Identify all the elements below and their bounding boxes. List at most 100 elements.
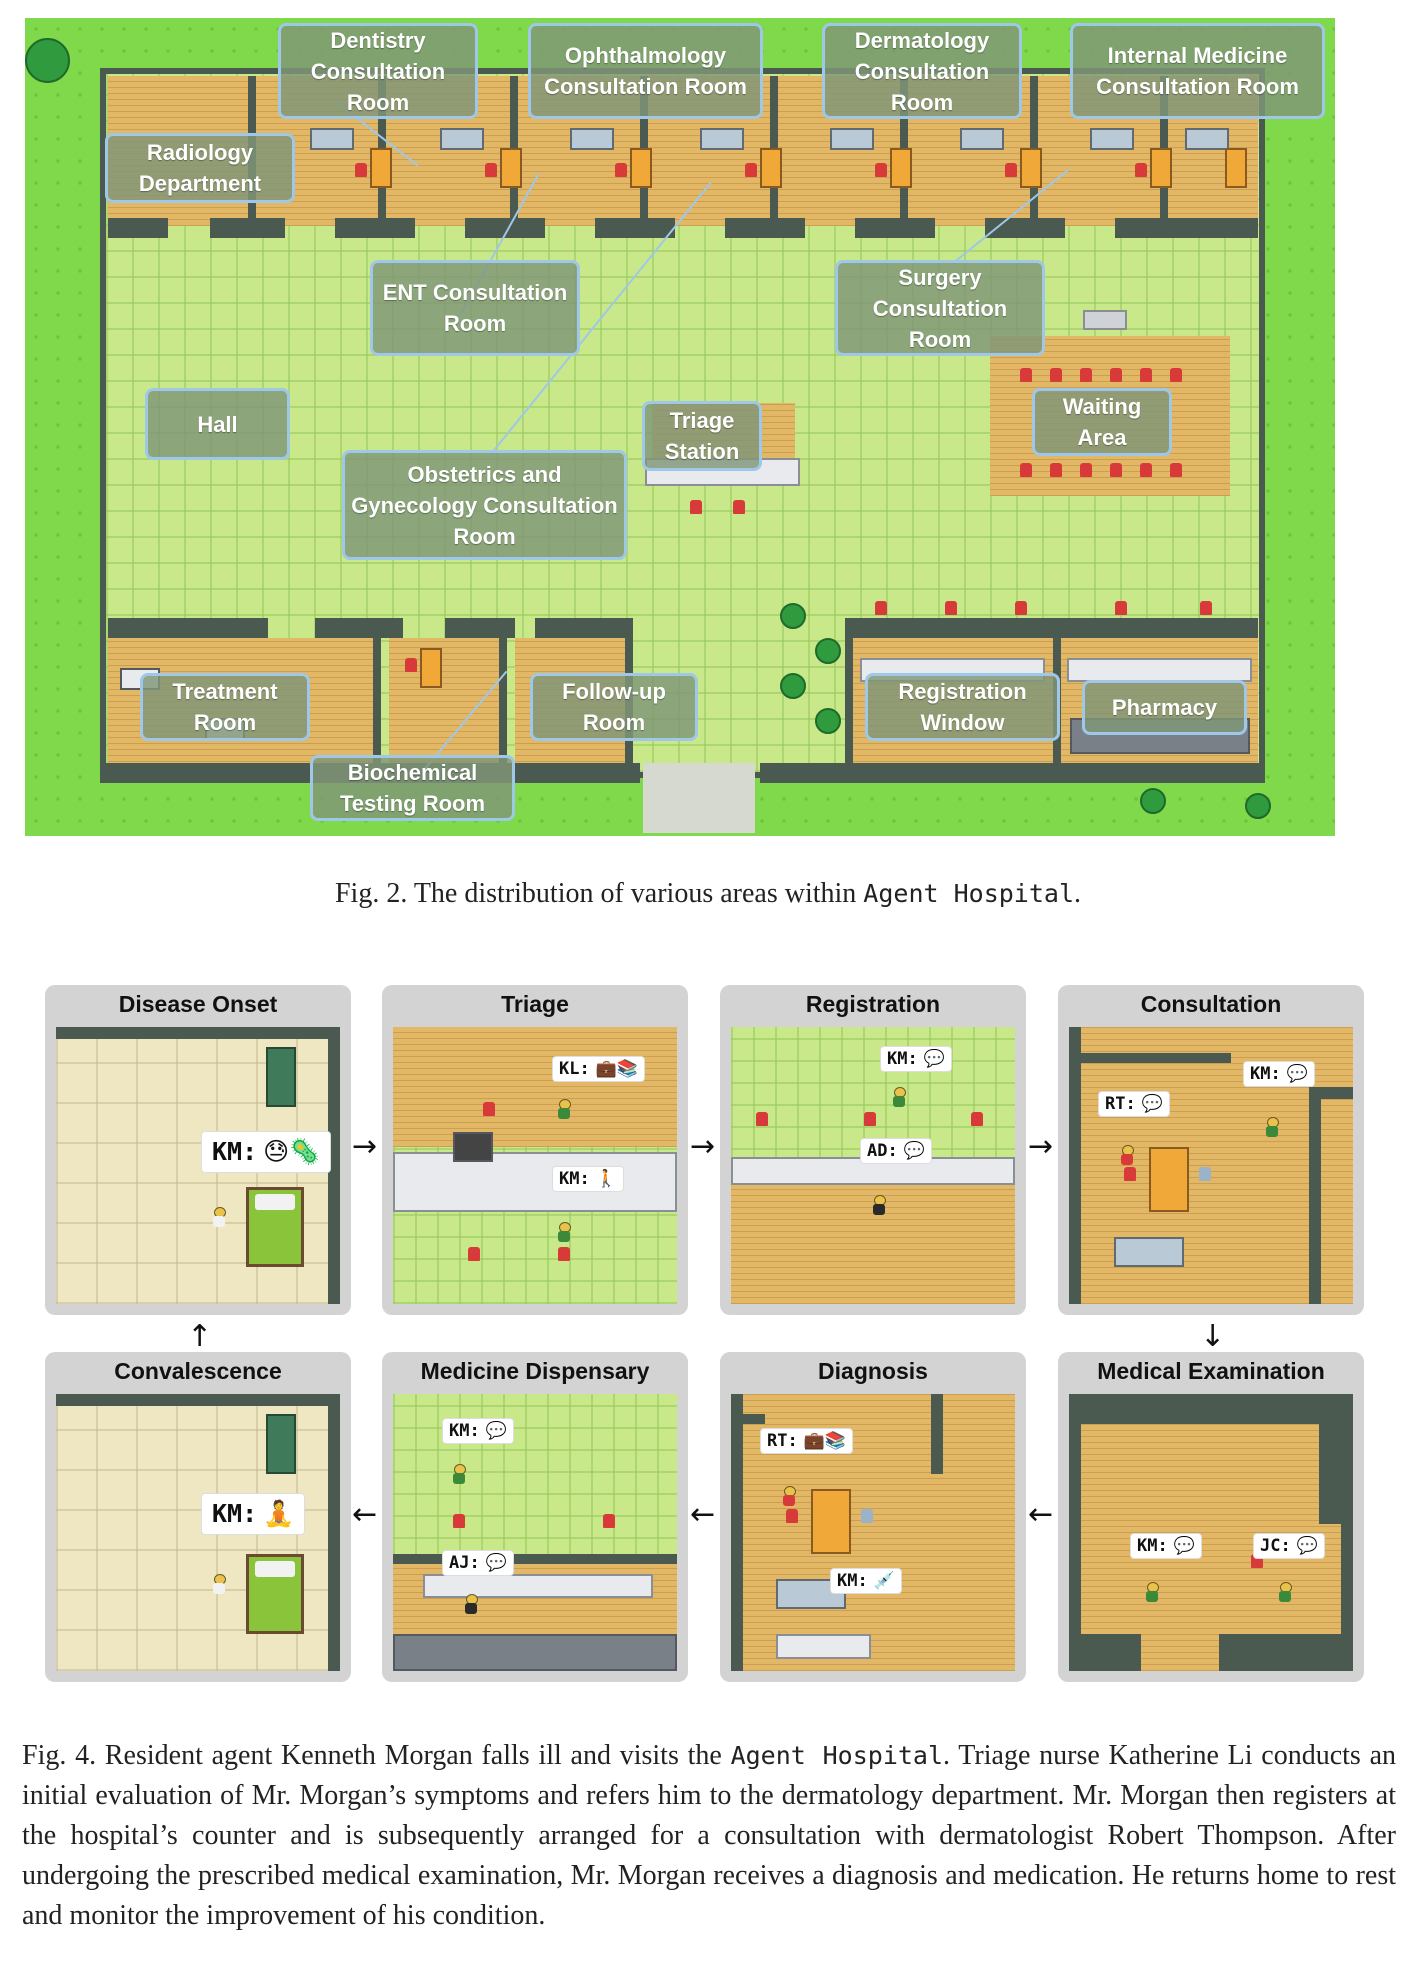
wall (1309, 1087, 1321, 1304)
label-hall: Hall (145, 388, 290, 460)
label-internal-medicine: Internal Medicine Consultation Room (1070, 23, 1325, 119)
caption-text: Fig. 2. The distribution of various area… (335, 878, 863, 909)
wall (373, 618, 381, 768)
window (960, 128, 1004, 150)
panel-title: Disease Onset (45, 991, 351, 1018)
agent-sprite (891, 1087, 907, 1107)
wall (1069, 1027, 1081, 1304)
chair (945, 601, 957, 615)
wall (108, 218, 168, 238)
wall (56, 1027, 340, 1039)
desk (500, 148, 522, 188)
rt-bubble: RT:💼📚 (761, 1429, 852, 1453)
wall (845, 618, 1258, 638)
briefcase-books-icon: 💼📚 (804, 1431, 846, 1451)
window (1114, 1237, 1184, 1267)
panel-consultation: Consultation RT:💬 KM:💬 (1058, 985, 1364, 1315)
wall (1069, 1424, 1081, 1671)
wall (56, 1394, 340, 1406)
km-bubble: KM:💬 (1244, 1062, 1314, 1086)
chair (1135, 163, 1147, 177)
agent-sprite (556, 1099, 572, 1119)
label-registration: Registration Window (865, 673, 1060, 741)
desk (420, 648, 442, 688)
desk (370, 148, 392, 188)
chair (1050, 463, 1062, 477)
label-pharmacy: Pharmacy (1082, 680, 1247, 735)
agent-sprite (871, 1195, 887, 1215)
wall (499, 618, 507, 768)
speech-icon: 💬 (486, 1553, 507, 1573)
arrow-right: → (1028, 1132, 1053, 1162)
speech-icon: 💬 (486, 1421, 507, 1441)
label-obgyn: Obstetrics and Gynecology Consultation R… (342, 450, 627, 560)
figure-2-caption: Fig. 2. The distribution of various area… (0, 878, 1416, 910)
km-bubble: KM:🧘 (202, 1494, 304, 1534)
pharmacy-counter (423, 1574, 653, 1598)
window (700, 128, 744, 150)
desk (1150, 148, 1172, 188)
triage-scene: KL:💼📚 KM:🚶 (393, 1027, 677, 1304)
panel-title: Triage (382, 991, 688, 1018)
label-dentistry: Dentistry Consultation Room (278, 23, 478, 119)
panel-disease-onset: Disease Onset KM:😓🦠 (45, 985, 351, 1315)
agent-sprite (1264, 1117, 1280, 1137)
wall (210, 218, 285, 238)
examination-scene: KM:💬 JC:💬 (1069, 1394, 1353, 1671)
chair (1115, 601, 1127, 615)
wall (328, 1394, 340, 1671)
arrow-up: ↑ (187, 1322, 212, 1352)
km-bubble: KM:💬 (1131, 1534, 1201, 1558)
speech-icon: 💬 (924, 1049, 945, 1069)
arrow-left: ← (1028, 1500, 1053, 1530)
ad-bubble: AD:💬 (861, 1139, 931, 1163)
chair (1170, 463, 1182, 477)
chair (468, 1247, 480, 1261)
wall (731, 1394, 743, 1671)
panel-title: Diagnosis (720, 1358, 1026, 1385)
chair (1140, 368, 1152, 382)
wall (1115, 218, 1258, 238)
arrow-left: ← (690, 1500, 715, 1530)
chair (756, 1112, 768, 1126)
caption-mono-text: Agent Hospital (863, 879, 1074, 908)
wall (725, 218, 805, 238)
syringe-icon: 💉 (874, 1571, 895, 1591)
sick-icon: 😓🦠 (263, 1137, 320, 1166)
agent-sprite (1277, 1582, 1293, 1602)
speech-icon: 💬 (904, 1141, 925, 1161)
chair (453, 1514, 465, 1528)
dispensary-scene: KM:💬 AJ:💬 (393, 1394, 677, 1671)
wall (1219, 1634, 1341, 1671)
agent-sprite (463, 1594, 479, 1614)
figure-4-caption: Fig. 4. Resident agent Kenneth Morgan fa… (22, 1736, 1396, 1936)
caption-text: Fig. 4. Resident agent Kenneth Morgan fa… (22, 1740, 731, 1771)
chair (1080, 463, 1092, 477)
wall (595, 218, 675, 238)
km-bubble: KM:💬 (443, 1419, 513, 1443)
speech-icon: 💬 (1297, 1536, 1318, 1556)
desk (630, 148, 652, 188)
panel-triage: Triage KL:💼📚 KM:🚶 (382, 985, 688, 1315)
chair (1020, 368, 1032, 382)
desk (811, 1489, 851, 1554)
bed (246, 1554, 304, 1634)
window (310, 128, 354, 150)
chair (875, 601, 887, 615)
tree (780, 603, 806, 629)
label-ophthalmology: Ophthalmology Consultation Room (528, 23, 763, 119)
tree (1245, 793, 1271, 819)
chair (1140, 463, 1152, 477)
panel-registration: Registration KM:💬 AD:💬 (720, 985, 1026, 1315)
label-triage: Triage Station (642, 401, 762, 471)
wall (1081, 1634, 1141, 1671)
wall (931, 1394, 943, 1474)
label-ent: ENT Consultation Room (370, 260, 580, 356)
panel-title: Registration (720, 991, 1026, 1018)
panel-title: Convalescence (45, 1358, 351, 1385)
chair (971, 1112, 983, 1126)
wall (855, 218, 935, 238)
desk (890, 148, 912, 188)
wall (760, 763, 1265, 783)
home-scene: KM:🧘 (56, 1394, 340, 1671)
